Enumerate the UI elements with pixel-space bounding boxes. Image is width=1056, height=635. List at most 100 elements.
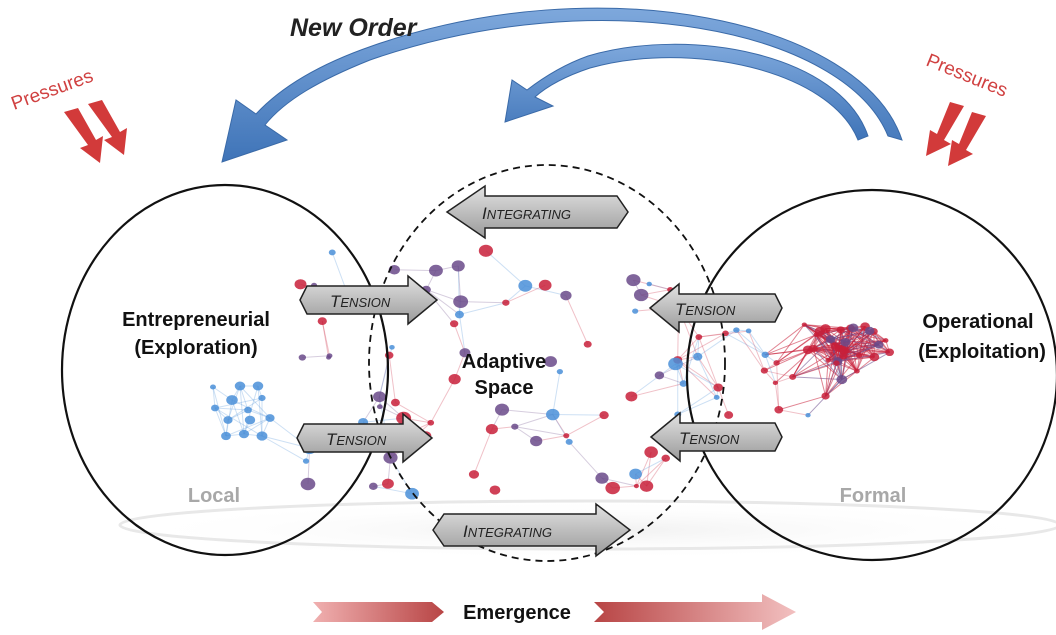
network-node [840,337,851,347]
network-node [459,348,471,358]
network-edge [388,355,396,403]
tension-right-top-cap: T [675,300,687,319]
tension-left-bottom-rest: ENSION [336,433,386,448]
network-node [809,344,818,353]
left-circle-local [60,183,390,557]
network-edge [845,341,890,353]
network-edge [778,409,809,416]
network-node [234,381,246,391]
network-node [883,338,889,343]
emergence-left-arrow [313,602,444,622]
network-edge [505,284,546,304]
network-node [801,322,807,327]
tension-left-top-rest: ENSION [340,295,390,310]
network-edge [485,250,526,287]
network-node [211,404,219,412]
network-node [724,411,734,419]
network-node [556,369,563,375]
network-node [789,373,797,380]
network-node [599,411,609,420]
network-node [633,288,649,302]
network-edge [843,344,879,351]
pressures-left-label: Pressures [9,66,97,115]
network-node [317,317,327,326]
left-region-line1: Entrepreneurial [122,309,270,331]
network-node [368,482,378,491]
network-edge [677,359,718,398]
network-node [836,374,848,385]
network-node [326,355,332,360]
network-node [773,360,780,366]
svg-text:TENSION: TENSION [675,300,736,319]
network-node [836,326,845,334]
svg-text:TENSION: TENSION [679,429,740,448]
center-region-line1: Adaptive [462,351,546,373]
network-node [821,392,830,400]
network-edge [239,385,245,435]
network-edge [631,383,684,397]
network-node [478,244,494,257]
network-edge [677,332,726,361]
network-edge [501,409,553,416]
network-node [583,340,592,348]
tension-right-bottom-cap: T [679,429,691,448]
network-node [244,406,252,414]
network-edge [458,314,466,353]
network-edge [430,378,456,423]
network-edge [473,428,493,475]
network-node [468,470,480,479]
network-edge [525,285,567,297]
network-edge [649,283,671,291]
network-node [226,395,238,405]
pressures-right-label: Pressures [923,50,1010,102]
network-node [489,485,501,495]
network-node [668,357,683,371]
network-edge [565,295,589,345]
network-node [625,391,638,402]
network-node [805,412,811,418]
network-node [761,351,769,358]
integrating-bottom-rest: NTEGRATING [468,525,552,540]
network-node [644,446,658,458]
network-edge [736,329,766,356]
new-order-inner-arrow [504,43,869,141]
network-node [595,472,609,484]
network-node [563,433,570,439]
right-region-line2: (Exploitation) [918,341,1046,363]
network-edge [243,417,271,435]
network-edge [815,334,829,361]
network-node [838,346,849,355]
network-node [427,419,435,426]
network-node [494,403,510,416]
network-node [376,404,383,410]
network-node [221,431,231,441]
network-edge [776,334,817,364]
network-edge [840,329,890,353]
network-edge [748,330,765,371]
network-edge [460,301,506,304]
network-edge [775,348,814,384]
center-region-line2: Space [475,377,534,399]
network-edge [231,399,245,435]
network-edge [302,355,330,358]
network-edge [566,414,605,437]
network-edge [774,382,780,410]
network-node [772,380,779,386]
network-edge [425,289,460,315]
tension-right-top-rest: ENSION [685,303,735,318]
network-edge [677,387,719,415]
network-edge [792,334,817,378]
network-edge [239,385,271,419]
network-edge [261,435,307,462]
network-node [429,264,443,277]
network-edge [635,451,652,487]
network-node [695,334,703,340]
network-edge [214,397,263,409]
network-node [544,356,558,367]
network-node [448,374,461,385]
network-edge [764,324,805,356]
network-node [874,340,884,349]
network-node [511,423,519,430]
network-edge [804,324,846,343]
